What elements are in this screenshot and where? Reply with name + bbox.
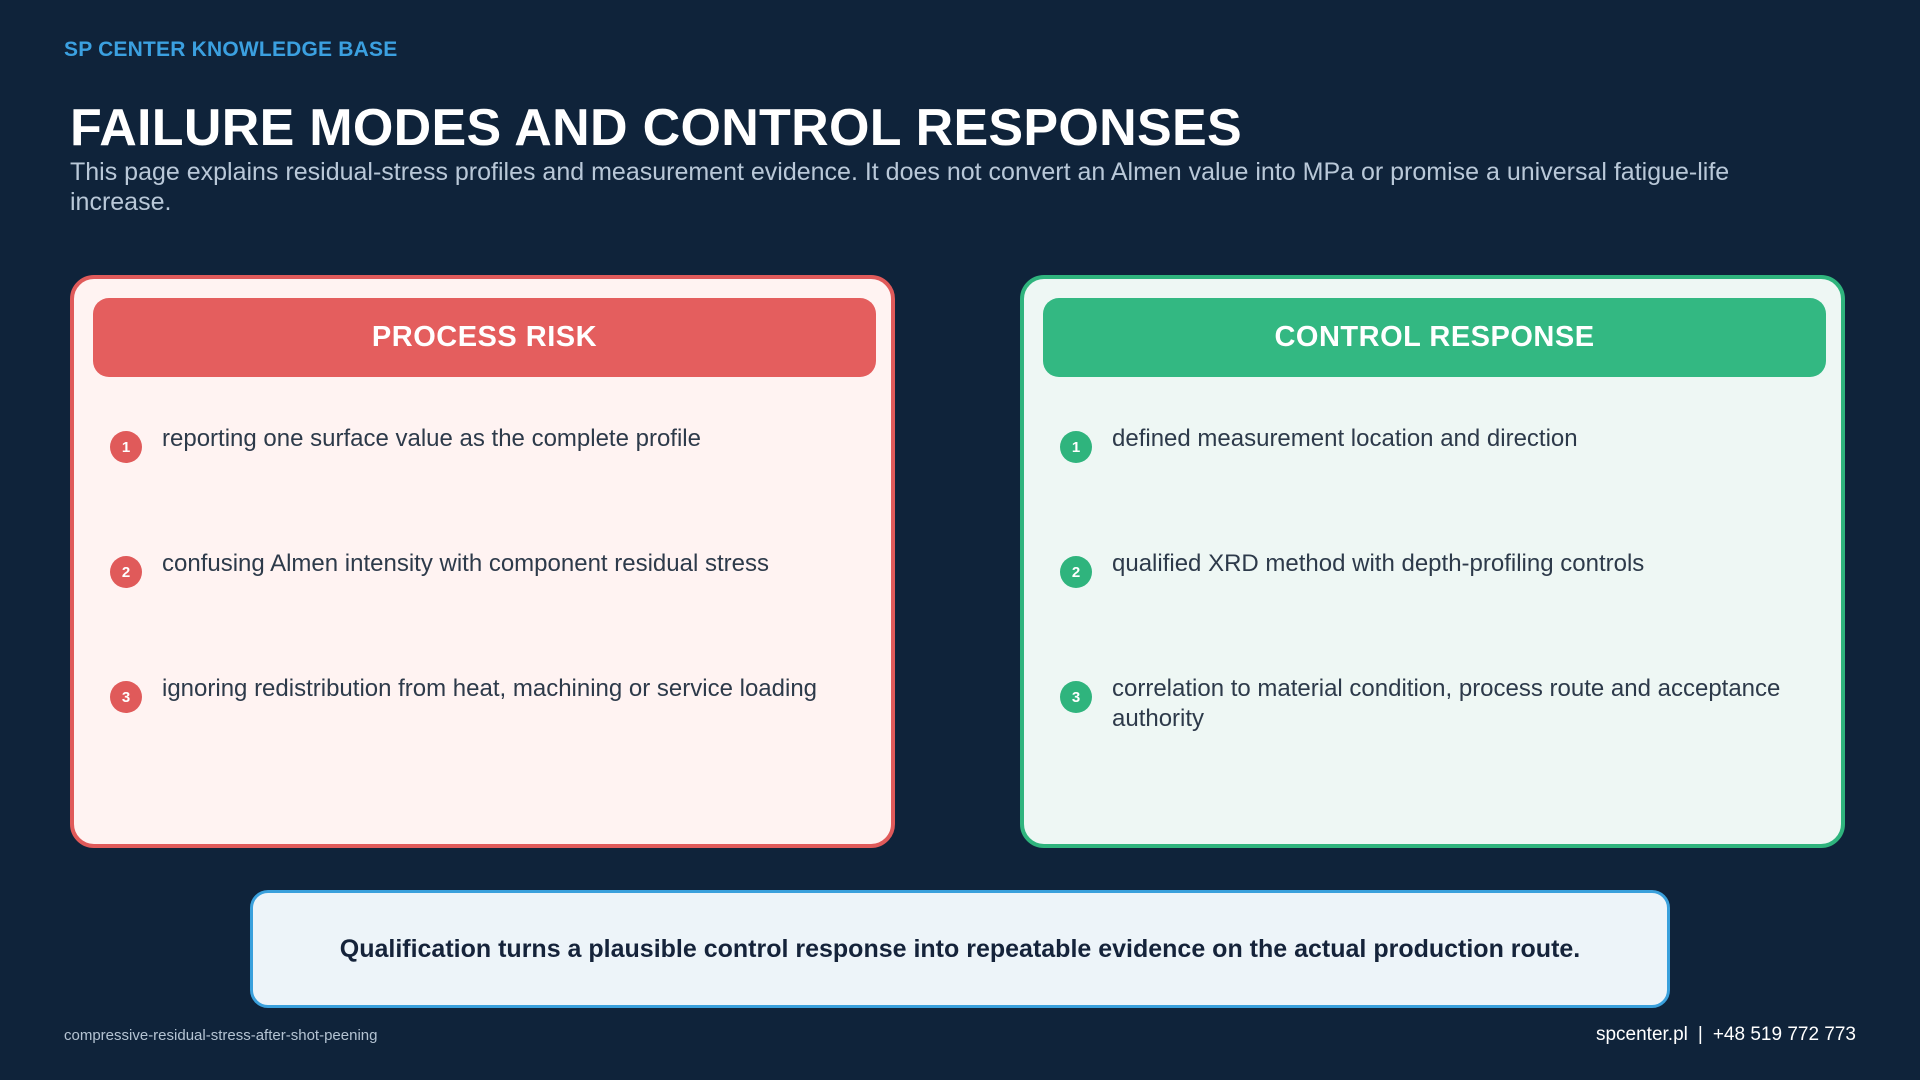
footer-website-link[interactable]: spcenter.pl <box>1595 1024 1688 1045</box>
response-item-number-badge: 2 <box>1060 556 1092 588</box>
response-item-number-badge: 1 <box>1060 431 1092 463</box>
process-risk-panel: PROCESS RISK 1 reporting one surface val… <box>70 275 895 848</box>
brand-label: SP CENTER KNOWLEDGE BASE <box>64 38 398 61</box>
control-response-panel: CONTROL RESPONSE 1 defined measurement l… <box>1020 275 1845 848</box>
footer-separator: | <box>1697 1024 1703 1045</box>
risk-item-number-badge: 2 <box>110 556 142 588</box>
footer-contact: spcenter.pl | +48 519 772 773 <box>1596 1024 1856 1046</box>
banner-text: Qualification turns a plausible control … <box>339 934 1581 963</box>
response-item-text: qualified XRD method with depth-profilin… <box>1112 550 1645 577</box>
footer-phone[interactable]: +48 519 772 773 <box>1712 1024 1856 1045</box>
risk-item-number-badge: 3 <box>110 681 142 713</box>
control-response-heading: CONTROL RESPONSE <box>1043 298 1826 377</box>
page-title: FAILURE MODES AND CONTROL RESPONSES <box>70 99 1242 157</box>
page-subtitle: This page explains residual-stress profi… <box>70 158 1730 216</box>
risk-item-text: ignoring redistribution from heat, machi… <box>162 675 818 702</box>
response-item-text: defined measurement location and directi… <box>1112 425 1578 452</box>
qualification-banner: Qualification turns a plausible control … <box>250 890 1670 1008</box>
response-item-number-badge: 3 <box>1060 681 1092 713</box>
risk-item-number-badge: 1 <box>110 431 142 463</box>
footer-page-slug: compressive-residual-stress-after-shot-p… <box>64 1027 378 1044</box>
process-risk-heading: PROCESS RISK <box>93 298 876 377</box>
response-item-text: correlation to material condition, proce… <box>1112 675 1781 732</box>
risk-item-text: confusing Almen intensity with component… <box>162 550 769 577</box>
risk-item-text: reporting one surface value as the compl… <box>162 425 701 452</box>
